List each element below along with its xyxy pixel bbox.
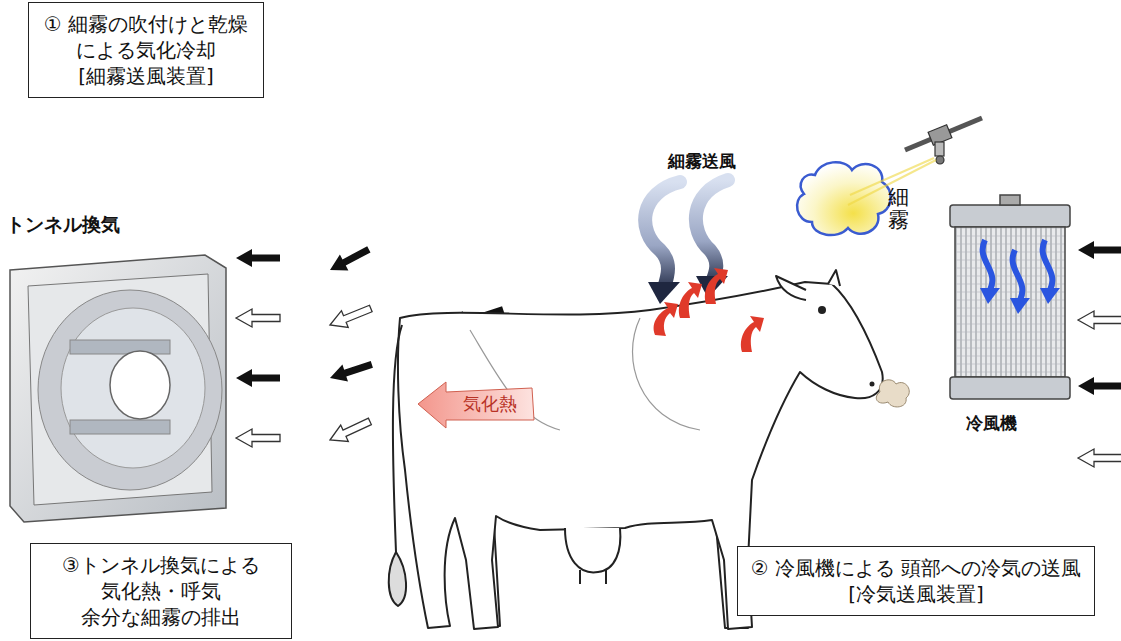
heat-rise-part (679, 282, 702, 318)
cow-part (818, 306, 826, 314)
fog-arrows (645, 180, 728, 304)
cow-part (565, 528, 620, 572)
airflow-arrows-part (327, 300, 375, 333)
heat-rise-part (654, 302, 678, 336)
spray-nozzle-part (935, 142, 944, 156)
cow-part (389, 552, 406, 606)
fog-cloud-part (797, 162, 891, 235)
note-box: ① 細霧の吹付けと乾燥 による気化冷却[細霧送風装置] (28, 2, 264, 98)
device-label: 冷風機 (966, 412, 1017, 435)
airflow-arrows-part (1078, 311, 1121, 329)
tunnel-fan-part (70, 420, 170, 434)
airflow-arrows-part (1078, 449, 1121, 467)
heat-rise-part (705, 268, 728, 304)
cooler-radiator-part (950, 205, 1070, 227)
cooler-radiator-part (955, 227, 1065, 377)
spray-nozzle (905, 118, 982, 164)
device-label: 細霧送風 (668, 150, 736, 173)
device-name: [細霧送風装置] (39, 63, 253, 89)
cooler-radiator-part (1043, 240, 1053, 290)
airflow-arrows-part (1078, 241, 1121, 259)
cow-part (580, 570, 606, 584)
airflow-arrows-part (236, 429, 280, 447)
heat-rise (654, 268, 764, 352)
airflow-arrows-part (326, 241, 373, 278)
cooler-radiator-part (983, 240, 993, 290)
cow-part (393, 325, 402, 552)
device-name: [冷気送風装置] (748, 581, 1084, 607)
cow-part (870, 382, 875, 387)
cooler-radiator (950, 195, 1070, 399)
airflow-arrows-part (327, 356, 374, 387)
tunnel-fan (10, 255, 226, 522)
cow-part (776, 276, 806, 300)
cow-part (828, 270, 840, 286)
tunnel-fan-part (38, 290, 222, 490)
tunnel-fan-part (70, 340, 170, 354)
tunnel-fan-part (110, 351, 170, 419)
heat-arrow-part (418, 382, 534, 428)
tunnel-fan-part (61, 308, 205, 468)
airflow-arrows-part (236, 369, 280, 387)
note-text: ① 細霧の吹付けと乾燥 による気化冷却 (39, 11, 253, 63)
fog-arrows-part (648, 282, 680, 304)
breath-puff (876, 380, 909, 407)
spray-nozzle-part (936, 156, 944, 164)
fog-arrows-part (696, 180, 728, 282)
fog-cloud (797, 158, 936, 235)
breath-puff-part (876, 380, 909, 407)
cooler-radiator-part (1010, 298, 1030, 314)
tunnel-fan-part (10, 255, 226, 522)
airflow-arrows-part (326, 413, 373, 448)
cooler-radiator-part (1000, 195, 1020, 205)
cooler-radiator-part (1013, 250, 1023, 300)
note-text: ③トンネル換気による 気化熱・呼気 余分な細霧の排出 (41, 552, 281, 630)
note-text: ② 冷風機による 頭部への冷気の送風 (748, 555, 1084, 581)
note-box: ③トンネル換気による 気化熱・呼気 余分な細霧の排出 (30, 543, 292, 639)
fog-arrows-part (645, 182, 680, 288)
airflow-arrows-part (1078, 377, 1121, 395)
cooler-radiator-part (1040, 288, 1060, 304)
device-label: トンネル換気 (6, 212, 120, 238)
cooler-radiator-part (950, 377, 1070, 399)
airflow-arrows-part (236, 309, 280, 327)
cooler-radiator-part (980, 288, 1000, 304)
heat-arrow (418, 382, 534, 428)
note-box: ② 冷風機による 頭部への冷気の送風[冷気送風装置] (737, 546, 1095, 616)
cow-part (633, 318, 701, 430)
mist-label: 細霧 (888, 186, 909, 232)
airflow-arrows-part (236, 249, 280, 267)
heat-label: 気化熱 (463, 392, 517, 416)
heat-rise-part (741, 316, 764, 352)
